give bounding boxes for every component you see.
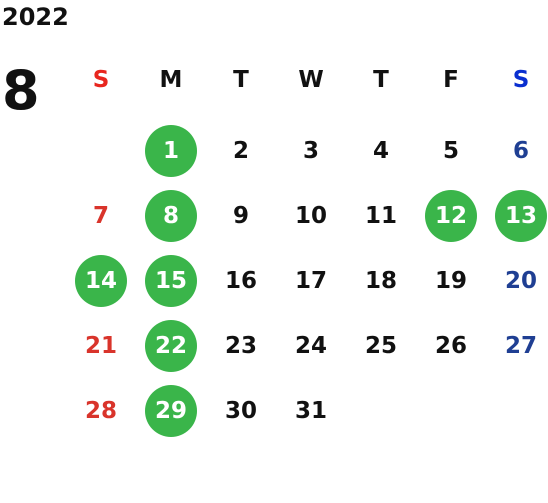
day-cell: 14: [66, 248, 136, 313]
day-cell: 25: [346, 313, 416, 378]
weekday-monday: M: [159, 67, 183, 93]
highlighted-day: 1: [145, 124, 197, 177]
calendar-year: 2022: [2, 3, 69, 31]
day-cell: 23: [206, 313, 276, 378]
day-cell: 17: [276, 248, 346, 313]
day-cell: 11: [346, 183, 416, 248]
day-number: 31: [294, 397, 327, 424]
day-cell: 2: [206, 118, 276, 183]
weekday-sunday: S: [92, 67, 110, 93]
day-number: 10: [294, 202, 327, 229]
highlighted-day: 22: [145, 319, 197, 372]
day-cell: 12: [416, 183, 486, 248]
day-cell: [416, 378, 486, 443]
day-cell: 27: [486, 313, 548, 378]
day-cell: 26: [416, 313, 486, 378]
highlighted-day: 8: [145, 189, 197, 242]
day-cell: [486, 378, 548, 443]
day-cell: 21: [66, 313, 136, 378]
highlighted-day: 15: [145, 254, 197, 307]
day-cell: 20: [486, 248, 548, 313]
day-cell: 28: [66, 378, 136, 443]
day-number: 9: [232, 202, 249, 229]
day-cell: 19: [416, 248, 486, 313]
day-cell: [66, 118, 136, 183]
day-cell: 15: [136, 248, 206, 313]
day-number: 24: [294, 332, 327, 359]
day-number: 16: [224, 267, 257, 294]
day-cell: 22: [136, 313, 206, 378]
weekday-header: S M T W T F S: [66, 62, 548, 98]
highlighted-day: 12: [425, 189, 477, 242]
day-number: 25: [364, 332, 397, 359]
day-number: 5: [442, 137, 459, 164]
weekday-tuesday: T: [233, 67, 249, 93]
day-number: 30: [224, 397, 257, 424]
day-number: 6: [512, 137, 529, 164]
day-cell: 4: [346, 118, 416, 183]
day-cell: 29: [136, 378, 206, 443]
day-number: 27: [504, 332, 537, 359]
day-cell: 10: [276, 183, 346, 248]
day-number: 26: [434, 332, 467, 359]
weekday-wednesday: W: [298, 67, 324, 93]
day-number: 3: [302, 137, 319, 164]
day-number: 7: [92, 202, 109, 229]
weekday-saturday: S: [512, 67, 530, 93]
day-number: 2: [232, 137, 249, 164]
day-cell: 13: [486, 183, 548, 248]
highlighted-day: 29: [145, 384, 197, 437]
day-number: 19: [434, 267, 467, 294]
day-number: 4: [372, 137, 389, 164]
day-number: 20: [504, 267, 537, 294]
weekday-friday: F: [443, 67, 459, 93]
day-cell: 8: [136, 183, 206, 248]
day-cell: 5: [416, 118, 486, 183]
highlighted-day: 14: [75, 254, 127, 307]
day-number: 17: [294, 267, 327, 294]
day-cell: 18: [346, 248, 416, 313]
day-number: 11: [364, 202, 397, 229]
day-cell: 7: [66, 183, 136, 248]
calendar-month: 8: [2, 59, 40, 122]
day-cell: [346, 378, 416, 443]
day-cell: 1: [136, 118, 206, 183]
day-cell: 30: [206, 378, 276, 443]
day-cell: 9: [206, 183, 276, 248]
day-cell: 16: [206, 248, 276, 313]
day-cell: 31: [276, 378, 346, 443]
day-number: 28: [84, 397, 117, 424]
highlighted-day: 13: [495, 189, 547, 242]
day-cell: 3: [276, 118, 346, 183]
weekday-thursday: T: [373, 67, 389, 93]
day-number: 23: [224, 332, 257, 359]
day-number: 18: [364, 267, 397, 294]
day-cell: 24: [276, 313, 346, 378]
day-number: 21: [84, 332, 117, 359]
day-cell: 6: [486, 118, 548, 183]
